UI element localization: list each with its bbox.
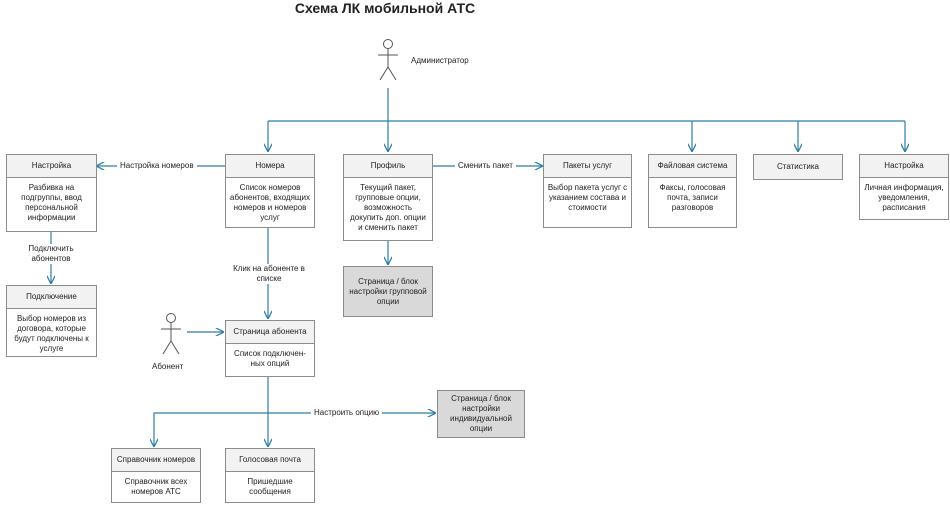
files-box[interactable]: Файловая система Факсы, голосовая почта,… (648, 154, 737, 228)
connection-box[interactable]: Подключение Выбор номеров из договора, к… (6, 285, 97, 357)
directory-body: Справочник всех номеров АТС (124, 477, 188, 496)
profile-body: Текущий пакет, групповые опции, возможно… (350, 183, 426, 232)
numbers-body: Список номеров абонентов, входящих номер… (230, 183, 310, 222)
settings-right-box[interactable]: Настройка Личная информация, уведомления… (859, 154, 949, 220)
connection-header: Подключение (7, 286, 96, 309)
settings-right-header: Настройка (860, 155, 948, 178)
edge-label-click-subscriber: Клик на абоненте в списке (230, 264, 308, 284)
edge-label-connect-subscribers: Подключить абонентов (20, 244, 82, 264)
voicemail-header: Голосовая почта (226, 449, 314, 472)
stats-header: Статистика (754, 155, 842, 179)
subscriber-actor-icon (161, 313, 181, 355)
settings-left-body: Разбивка на подгруппы, ввод персональной… (21, 183, 82, 222)
edge-label-configure-option: Настроить опцию (311, 408, 383, 418)
packages-box[interactable]: Пакеты услуг Выбор пакета услуг с указан… (543, 154, 632, 228)
connection-body: Выбор номеров из договора, которые будут… (14, 314, 89, 353)
admin-actor-label: Администратор (411, 56, 469, 65)
voicemail-box[interactable]: Голосовая почта Пришедшие сообщения (225, 448, 315, 503)
subscriber-page-body: Список подключен-ных опций (234, 349, 306, 368)
directory-box[interactable]: Справочник номеров Справочник всех номер… (111, 448, 201, 503)
directory-header: Справочник номеров (112, 449, 200, 472)
edge-label-change-package: Сменить пакет (455, 161, 516, 171)
stats-box[interactable]: Статистика (753, 154, 843, 180)
settings-left-header: Настройка (7, 155, 96, 178)
packages-body: Выбор пакета услуг с указанием состава и… (547, 183, 628, 212)
edge-subscriber-directory (154, 412, 268, 446)
subscriber-page-box[interactable]: Страница абонента Список подключен-ных о… (225, 320, 315, 377)
files-header: Файловая система (649, 155, 736, 178)
profile-header: Профиль (344, 155, 432, 178)
edge-label-settings-numbers: Настройка номеров (117, 161, 197, 171)
numbers-header: Номера (226, 155, 314, 178)
settings-left-box[interactable]: Настройка Разбивка на подгруппы, ввод пе… (6, 154, 97, 232)
voicemail-body: Пришедшие сообщения (247, 477, 293, 496)
page-title: Схема ЛК мобильной АТС (294, 0, 476, 16)
admin-actor-icon (378, 39, 398, 81)
packages-header: Пакеты услуг (544, 155, 631, 178)
subscriber-actor-label: Абонент (152, 362, 184, 371)
profile-box[interactable]: Профиль Текущий пакет, групповые опции, … (343, 154, 433, 241)
group-option-box[interactable]: Страница / блок настройки групповой опци… (343, 266, 433, 317)
numbers-box[interactable]: Номера Список номеров абонентов, входящи… (225, 154, 315, 228)
settings-right-body: Личная информация, уведомления, расписан… (864, 183, 944, 212)
subscriber-page-header: Страница абонента (226, 321, 314, 344)
files-body: Факсы, голосовая почта, записи разговоро… (659, 183, 726, 212)
individual-option-box[interactable]: Страница / блок настройки индивидуальной… (437, 390, 525, 438)
